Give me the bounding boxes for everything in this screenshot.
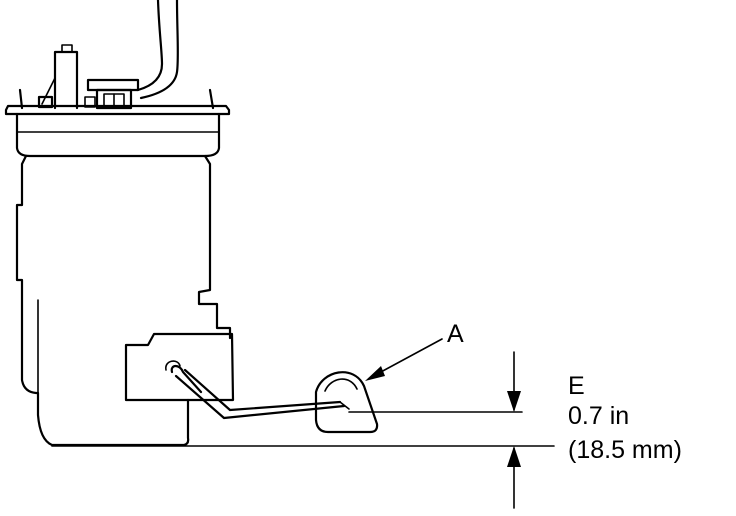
dimension-metric: (18.5 mm) [568,436,682,464]
dimension-arrow-down [507,391,521,412]
reference-lines [51,411,555,447]
dimension-imperial: 0.7 in [568,402,629,430]
float-arm [165,360,350,420]
fuel-pump-module [4,0,235,447]
callout-arrowhead [365,366,385,381]
callout-label-a: A [447,320,464,348]
electrical-connector [84,78,140,110]
dimension-e: E 0.7 in (18.5 mm) [507,351,682,509]
mounting-flange [4,88,231,158]
vent-pipe [37,44,79,110]
wire-harness [136,0,179,100]
sender-unit-housing [124,332,235,402]
dimension-letter: E [568,372,585,400]
dimension-arrow-up [507,446,521,467]
reservoir-body [15,154,232,447]
callout-a: A [365,320,464,381]
float [314,371,379,434]
